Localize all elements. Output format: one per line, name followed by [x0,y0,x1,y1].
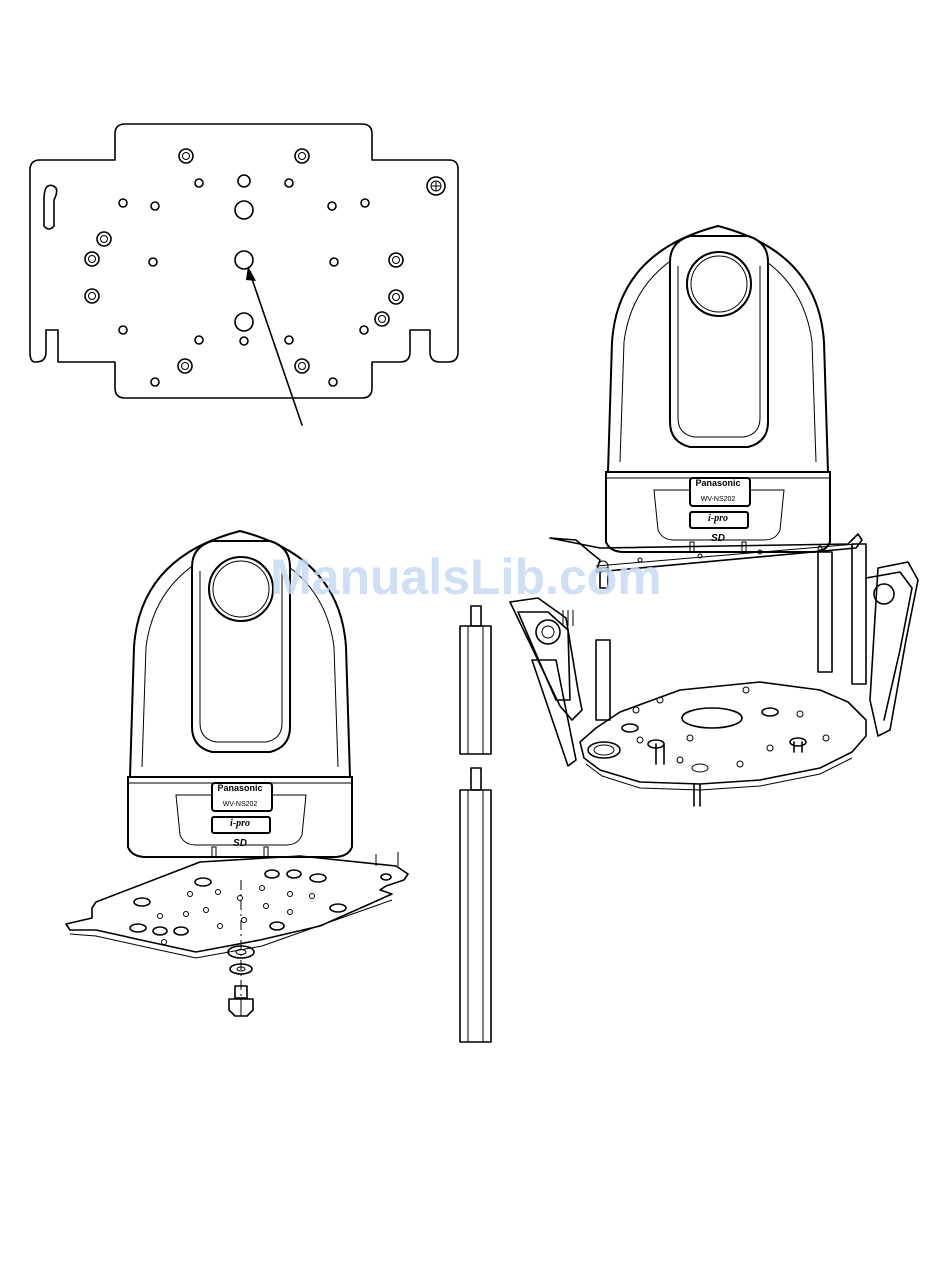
small-holes [119,179,369,386]
camera-right-brand: Panasonic [695,478,740,488]
watermark: ManualsLib.com [270,548,662,606]
camera-left-brand: Panasonic [217,783,262,793]
mounting-plate-top-view [30,124,458,425]
bracket-holes [633,687,829,772]
plate-perspective-bosses [130,870,391,935]
spacer-short [460,606,491,754]
camera-right: Panasonic WV-NS202 i-pro SD [606,226,830,552]
plate-perspective [66,852,408,1020]
camera-right-model: WV-NS202 [701,496,736,503]
camera-left-series: i-pro [230,818,250,829]
camera-right-sd-logo: SD [711,533,725,544]
camera-right-series: i-pro [708,513,728,524]
camera-left-model: WV-NS202 [223,801,258,808]
mounting-hole-rings [85,149,403,373]
camera-left-sd-logo: SD [233,838,247,849]
spacer-long [460,768,491,1042]
